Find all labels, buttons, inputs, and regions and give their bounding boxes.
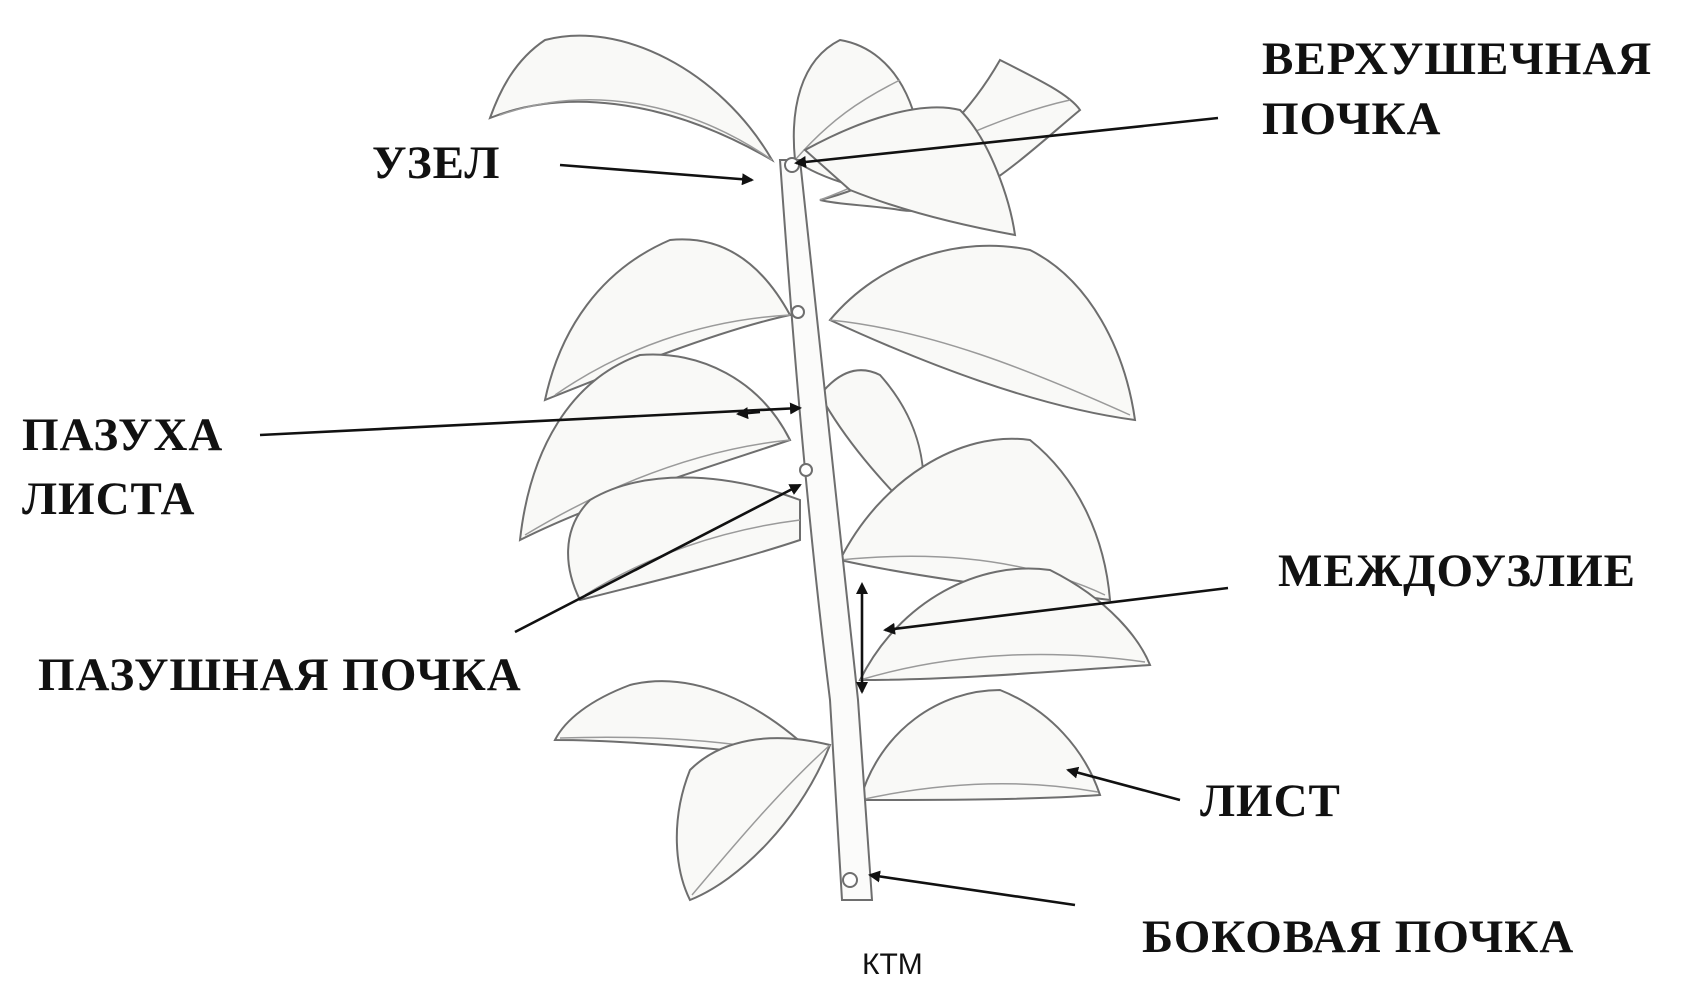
signature: КТМ: [862, 948, 923, 982]
label-node: УЗЕЛ: [372, 136, 500, 190]
label-apical-bud-line1: ВЕРХУШЕЧНАЯ: [1262, 32, 1652, 86]
label-leaf-axil-line1: ПАЗУХА: [22, 408, 223, 462]
leaf-middle-left-lower: [568, 478, 800, 601]
label-internode: МЕЖДОУЗЛИЕ: [1278, 544, 1636, 598]
arrow-node: [560, 165, 752, 180]
label-apical-bud-line2: ПОЧКА: [1262, 92, 1441, 146]
label-axillary-bud: ПАЗУШНАЯ ПОЧКА: [38, 648, 522, 702]
arrow-lateral-bud: [870, 875, 1075, 905]
leaf-lower-left-b: [677, 738, 830, 900]
label-lateral-bud: БОКОВАЯ ПОЧКА: [1142, 910, 1574, 964]
label-leaf-axil-line2: ЛИСТА: [22, 472, 195, 526]
leaf-top-left: [490, 36, 772, 160]
leaf-lower-right: [860, 690, 1100, 800]
label-leaf: ЛИСТ: [1200, 774, 1341, 828]
